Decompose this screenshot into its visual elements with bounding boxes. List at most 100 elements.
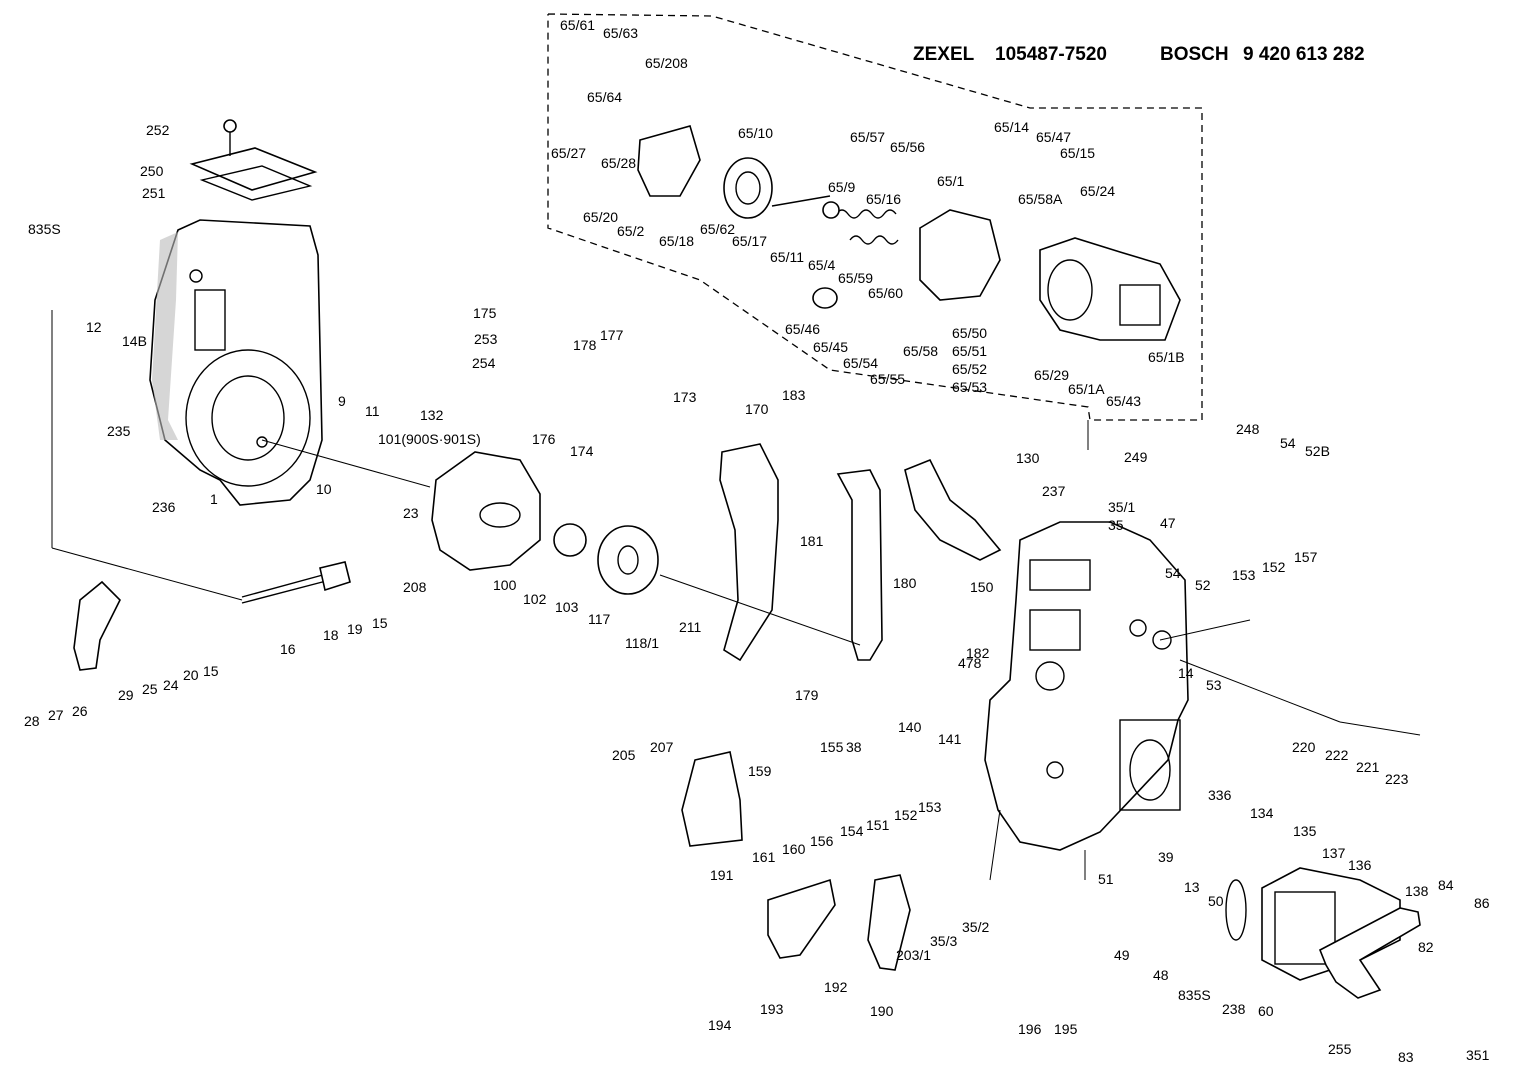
part-label: 83	[1398, 1049, 1414, 1065]
part-label: 65/4	[808, 257, 835, 273]
part-label: 65/60	[868, 285, 903, 301]
part-label: 65/18	[659, 233, 694, 249]
part-label: 65/57	[850, 129, 885, 145]
part-label: 174	[570, 443, 594, 459]
part-label: 27	[48, 707, 64, 723]
part-label: 195	[1054, 1021, 1078, 1037]
part-label: 82	[1418, 939, 1434, 955]
part-label: 222	[1325, 747, 1349, 763]
part-label: 65/16	[866, 191, 901, 207]
part-label: 65/55	[870, 371, 905, 387]
part-label: 50	[1208, 893, 1224, 909]
adjusting-block	[681, 751, 743, 847]
part-label: 118/1	[625, 635, 659, 651]
part-label: 65/56	[890, 139, 925, 155]
part-label: 65/20	[583, 209, 618, 225]
header-brand-zexel: ZEXEL	[913, 44, 975, 65]
part-label: 65/62	[700, 221, 735, 237]
part-label: 478	[958, 655, 982, 671]
part-label: 65/51	[952, 343, 987, 359]
part-label: 52B	[1305, 443, 1330, 459]
part-label: 173	[673, 389, 697, 405]
part-label: 60	[1258, 1003, 1274, 1019]
part-label: 223	[1385, 771, 1409, 787]
part-label: 65/50	[952, 325, 987, 341]
part-label: 65/15	[1060, 145, 1095, 161]
part-label: 235	[107, 423, 131, 439]
part-label: 252	[146, 122, 170, 138]
lever-170	[719, 443, 779, 662]
part-label: 153	[1232, 567, 1256, 583]
part-label: 65/1	[937, 173, 964, 189]
part-label: 351	[1466, 1047, 1490, 1063]
part-label: 130	[1016, 450, 1040, 466]
part-label: 39	[1158, 849, 1174, 865]
part-label: 136	[1348, 857, 1372, 873]
part-label: 65/29	[1034, 367, 1069, 383]
part-label: 336	[1208, 787, 1232, 803]
part-label: 150	[970, 579, 994, 595]
part-label: 35/2	[962, 919, 989, 935]
part-label: 154	[840, 823, 864, 839]
part-label: 12	[86, 319, 102, 335]
part-label: 140	[898, 719, 922, 735]
part-label: 86	[1474, 895, 1490, 911]
part-label: 38	[846, 739, 862, 755]
part-label: 16	[280, 641, 296, 657]
part-label: 65/10	[738, 125, 773, 141]
part-label: 177	[600, 327, 624, 343]
part-label: 35/1	[1108, 499, 1135, 515]
part-label: 23	[403, 505, 419, 521]
part-label: 18	[323, 627, 339, 643]
part-label: 65/9	[828, 179, 855, 195]
part-label: 103	[555, 599, 579, 615]
part-label: 181	[800, 533, 824, 549]
part-label: 153	[918, 799, 942, 815]
part-label: 29	[118, 687, 134, 703]
part-label: 65/208	[645, 55, 688, 71]
part-label: 15	[203, 663, 219, 679]
part-label: 134	[1250, 805, 1274, 821]
part-label: 152	[894, 807, 918, 823]
part-label: 65/1B	[1148, 349, 1185, 365]
part-label: 249	[1124, 449, 1148, 465]
part-label: 159	[748, 763, 772, 779]
part-label: 192	[824, 979, 848, 995]
part-label: 253	[474, 331, 498, 347]
part-label: 102	[523, 591, 547, 607]
part-label: 203/1	[896, 947, 931, 963]
part-label: 65/24	[1080, 183, 1115, 199]
lever-26	[73, 580, 121, 671]
subassembly-65-boundary	[547, 13, 1203, 421]
part-label: 835S	[1178, 987, 1211, 1003]
part-label: 182	[966, 645, 990, 661]
part-label: 180	[893, 575, 917, 591]
part-label: 156	[810, 833, 834, 849]
part-label: 24	[163, 677, 179, 693]
part-label: 52	[1195, 577, 1211, 593]
part-label: 54	[1280, 435, 1296, 451]
part-label: 54	[1165, 565, 1181, 581]
part-label: 65/54	[843, 355, 878, 371]
part-label: 35/3	[930, 933, 957, 949]
leader-lines	[51, 310, 1421, 881]
lever-190	[867, 874, 911, 971]
part-label: 117	[588, 611, 611, 627]
part-label: 205	[612, 747, 636, 763]
part-label: 101(900S·901S)	[378, 431, 481, 447]
drive-shaft	[241, 561, 351, 604]
part-label: 65/47	[1036, 129, 1071, 145]
part-label: 196	[1018, 1021, 1042, 1037]
part-label: 65/63	[603, 25, 638, 41]
part-label: 137	[1322, 845, 1346, 861]
part-label: 157	[1294, 549, 1318, 565]
pump-housing-front	[149, 219, 323, 506]
part-label: 65/43	[1106, 393, 1141, 409]
part-label: 65/45	[813, 339, 848, 355]
part-label: 161	[752, 849, 776, 865]
part-label: 11	[365, 403, 380, 419]
part-label: 65/64	[587, 89, 622, 105]
part-label: 65/58	[903, 343, 938, 359]
part-label: 19	[347, 621, 363, 637]
